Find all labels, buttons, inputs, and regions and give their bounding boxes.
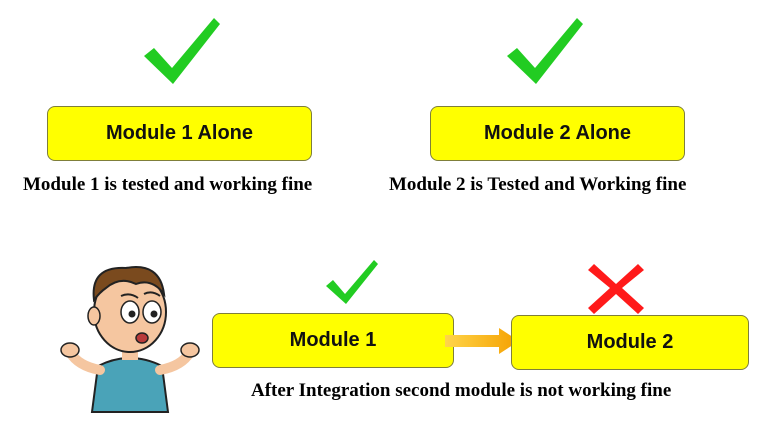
module-1-box: Module 1 [212,313,454,368]
check-icon [144,18,220,84]
module-1-alone-label: Module 1 Alone [105,122,254,144]
module-2-box: Module 2 [511,315,749,370]
module-2-alone-box: Module 2 Alone [430,106,685,161]
module-2-label: Module 2 [586,331,674,353]
cross-icon [588,264,644,314]
module-1-alone-box: Module 1 Alone [47,106,312,161]
module-2-caption: Module 2 is Tested and Working fine [389,174,687,195]
module-1-label: Module 1 [289,329,377,351]
module-2-alone-label: Module 2 Alone [483,122,632,144]
integration-caption: After Integration second module is not w… [251,380,672,401]
arrow-right-icon [445,328,519,354]
check-icon [507,18,583,84]
module-1-caption: Module 1 is tested and working fine [23,174,313,195]
confused-boy-icon [60,266,200,413]
check-icon [326,260,378,304]
